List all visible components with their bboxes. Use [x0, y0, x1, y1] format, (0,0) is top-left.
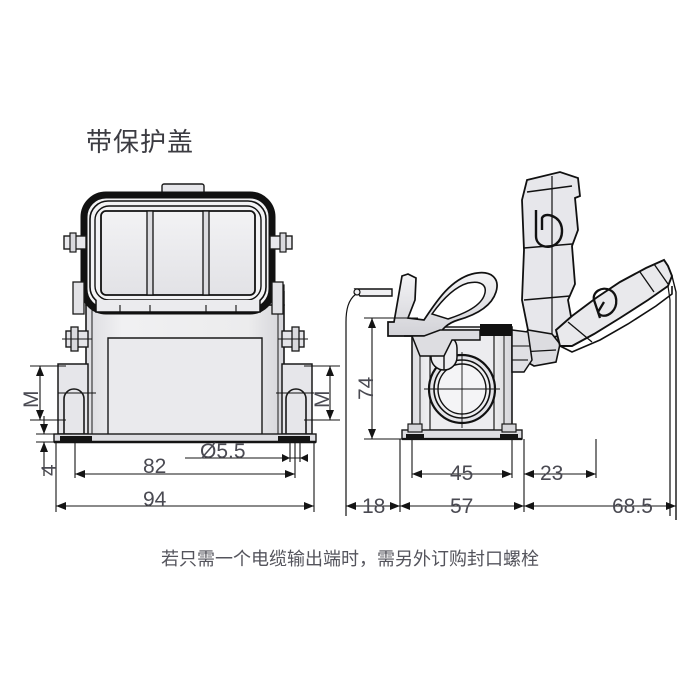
dim-label-94: 94: [143, 488, 167, 511]
dim-label-18: 18: [362, 495, 386, 518]
dim-label-57: 57: [450, 495, 474, 518]
dim-label-M-right: M: [311, 390, 334, 409]
dim-label-23: 23: [540, 462, 564, 485]
dim-label-45: 45: [450, 462, 474, 485]
side-locking-lever: [353, 271, 512, 357]
front-view-group: [30, 183, 340, 512]
side-view-group: [345, 171, 677, 520]
drawing-title: 带保护盖: [86, 128, 195, 158]
front-bottom-flange: [53, 433, 317, 444]
drawing-caption: 若只需一个电缆输出端时，需另外订购封口螺栓: [161, 549, 539, 570]
side-dimension-lines: [346, 317, 676, 512]
side-cover-hinge-block: [511, 171, 581, 373]
side-protective-cover-open: [554, 258, 677, 520]
front-dimension-lines: [30, 365, 340, 512]
dim-label-M-left: M: [20, 390, 43, 409]
dim-label-4: 4: [38, 464, 61, 476]
dim-label-68-5: 68.5: [612, 495, 653, 518]
side-mounting-feet: [401, 423, 523, 441]
dim-label-74: 74: [355, 376, 378, 400]
front-hinge-lugs: [62, 326, 308, 352]
dim-label-82: 82: [143, 455, 167, 478]
dim-label-hole-diameter: Ø5.5: [200, 440, 246, 463]
front-protective-cover: [63, 183, 293, 315]
